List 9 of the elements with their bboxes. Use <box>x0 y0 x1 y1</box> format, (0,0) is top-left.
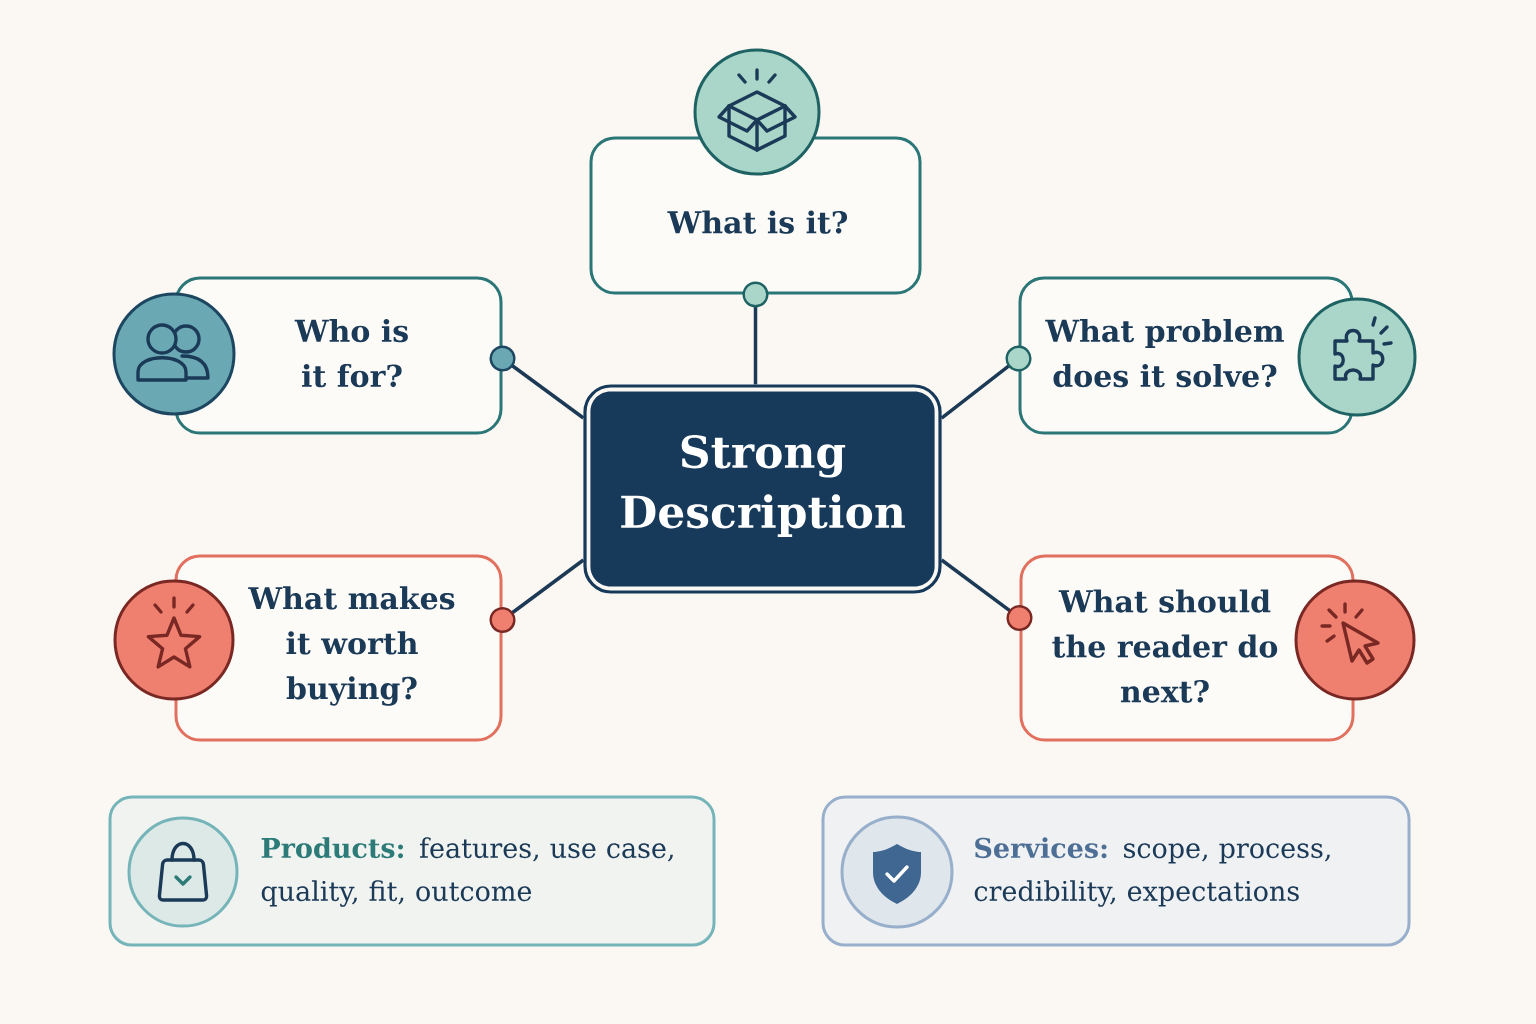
connector-line <box>742 281 769 385</box>
connector-line <box>940 345 1032 420</box>
question-box: What should the reader do next? <box>1019 554 1355 742</box>
connector-line <box>489 558 585 633</box>
connector-line <box>940 558 1033 631</box>
connector-line <box>489 345 585 420</box>
central-box: Strong Description <box>583 384 942 594</box>
question-box: What is it? <box>589 136 922 295</box>
question-box: What makes it worth buying? <box>174 554 503 742</box>
